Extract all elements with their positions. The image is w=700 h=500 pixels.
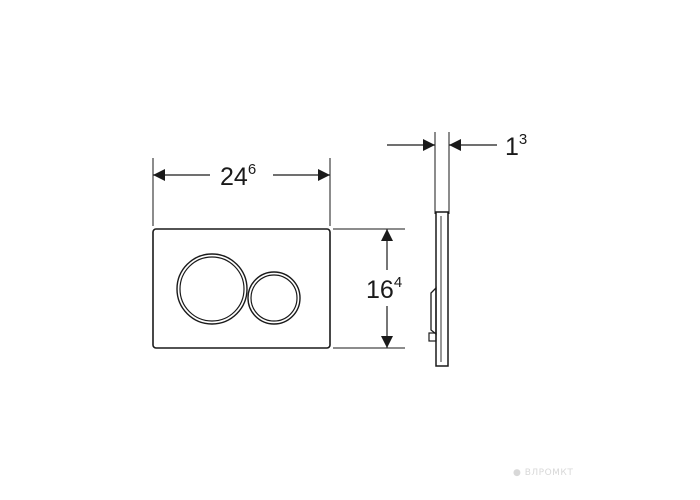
large-flush-button bbox=[176, 253, 248, 325]
width-superscript: 6 bbox=[248, 161, 256, 178]
depth-label: 13 bbox=[505, 131, 527, 161]
depth-superscript: 3 bbox=[519, 131, 527, 148]
depth-value: 1 bbox=[505, 133, 519, 161]
small-flush-button bbox=[247, 271, 301, 325]
side-profile-outline bbox=[435, 211, 449, 367]
height-dimension: 164 bbox=[333, 228, 405, 349]
height-superscript: 4 bbox=[394, 274, 402, 291]
side-view bbox=[428, 132, 450, 367]
width-label: 246 bbox=[220, 161, 256, 191]
width-dimension: 246 bbox=[152, 158, 331, 226]
depth-dimension: 13 bbox=[387, 131, 527, 161]
height-label: 164 bbox=[366, 274, 402, 304]
side-profile-clip bbox=[430, 286, 437, 336]
front-view bbox=[152, 228, 331, 349]
height-value: 16 bbox=[366, 276, 394, 304]
watermark: ● ВЛРОМКТ bbox=[513, 468, 574, 478]
flush-plate-outline bbox=[152, 228, 331, 349]
width-value: 24 bbox=[220, 163, 248, 191]
